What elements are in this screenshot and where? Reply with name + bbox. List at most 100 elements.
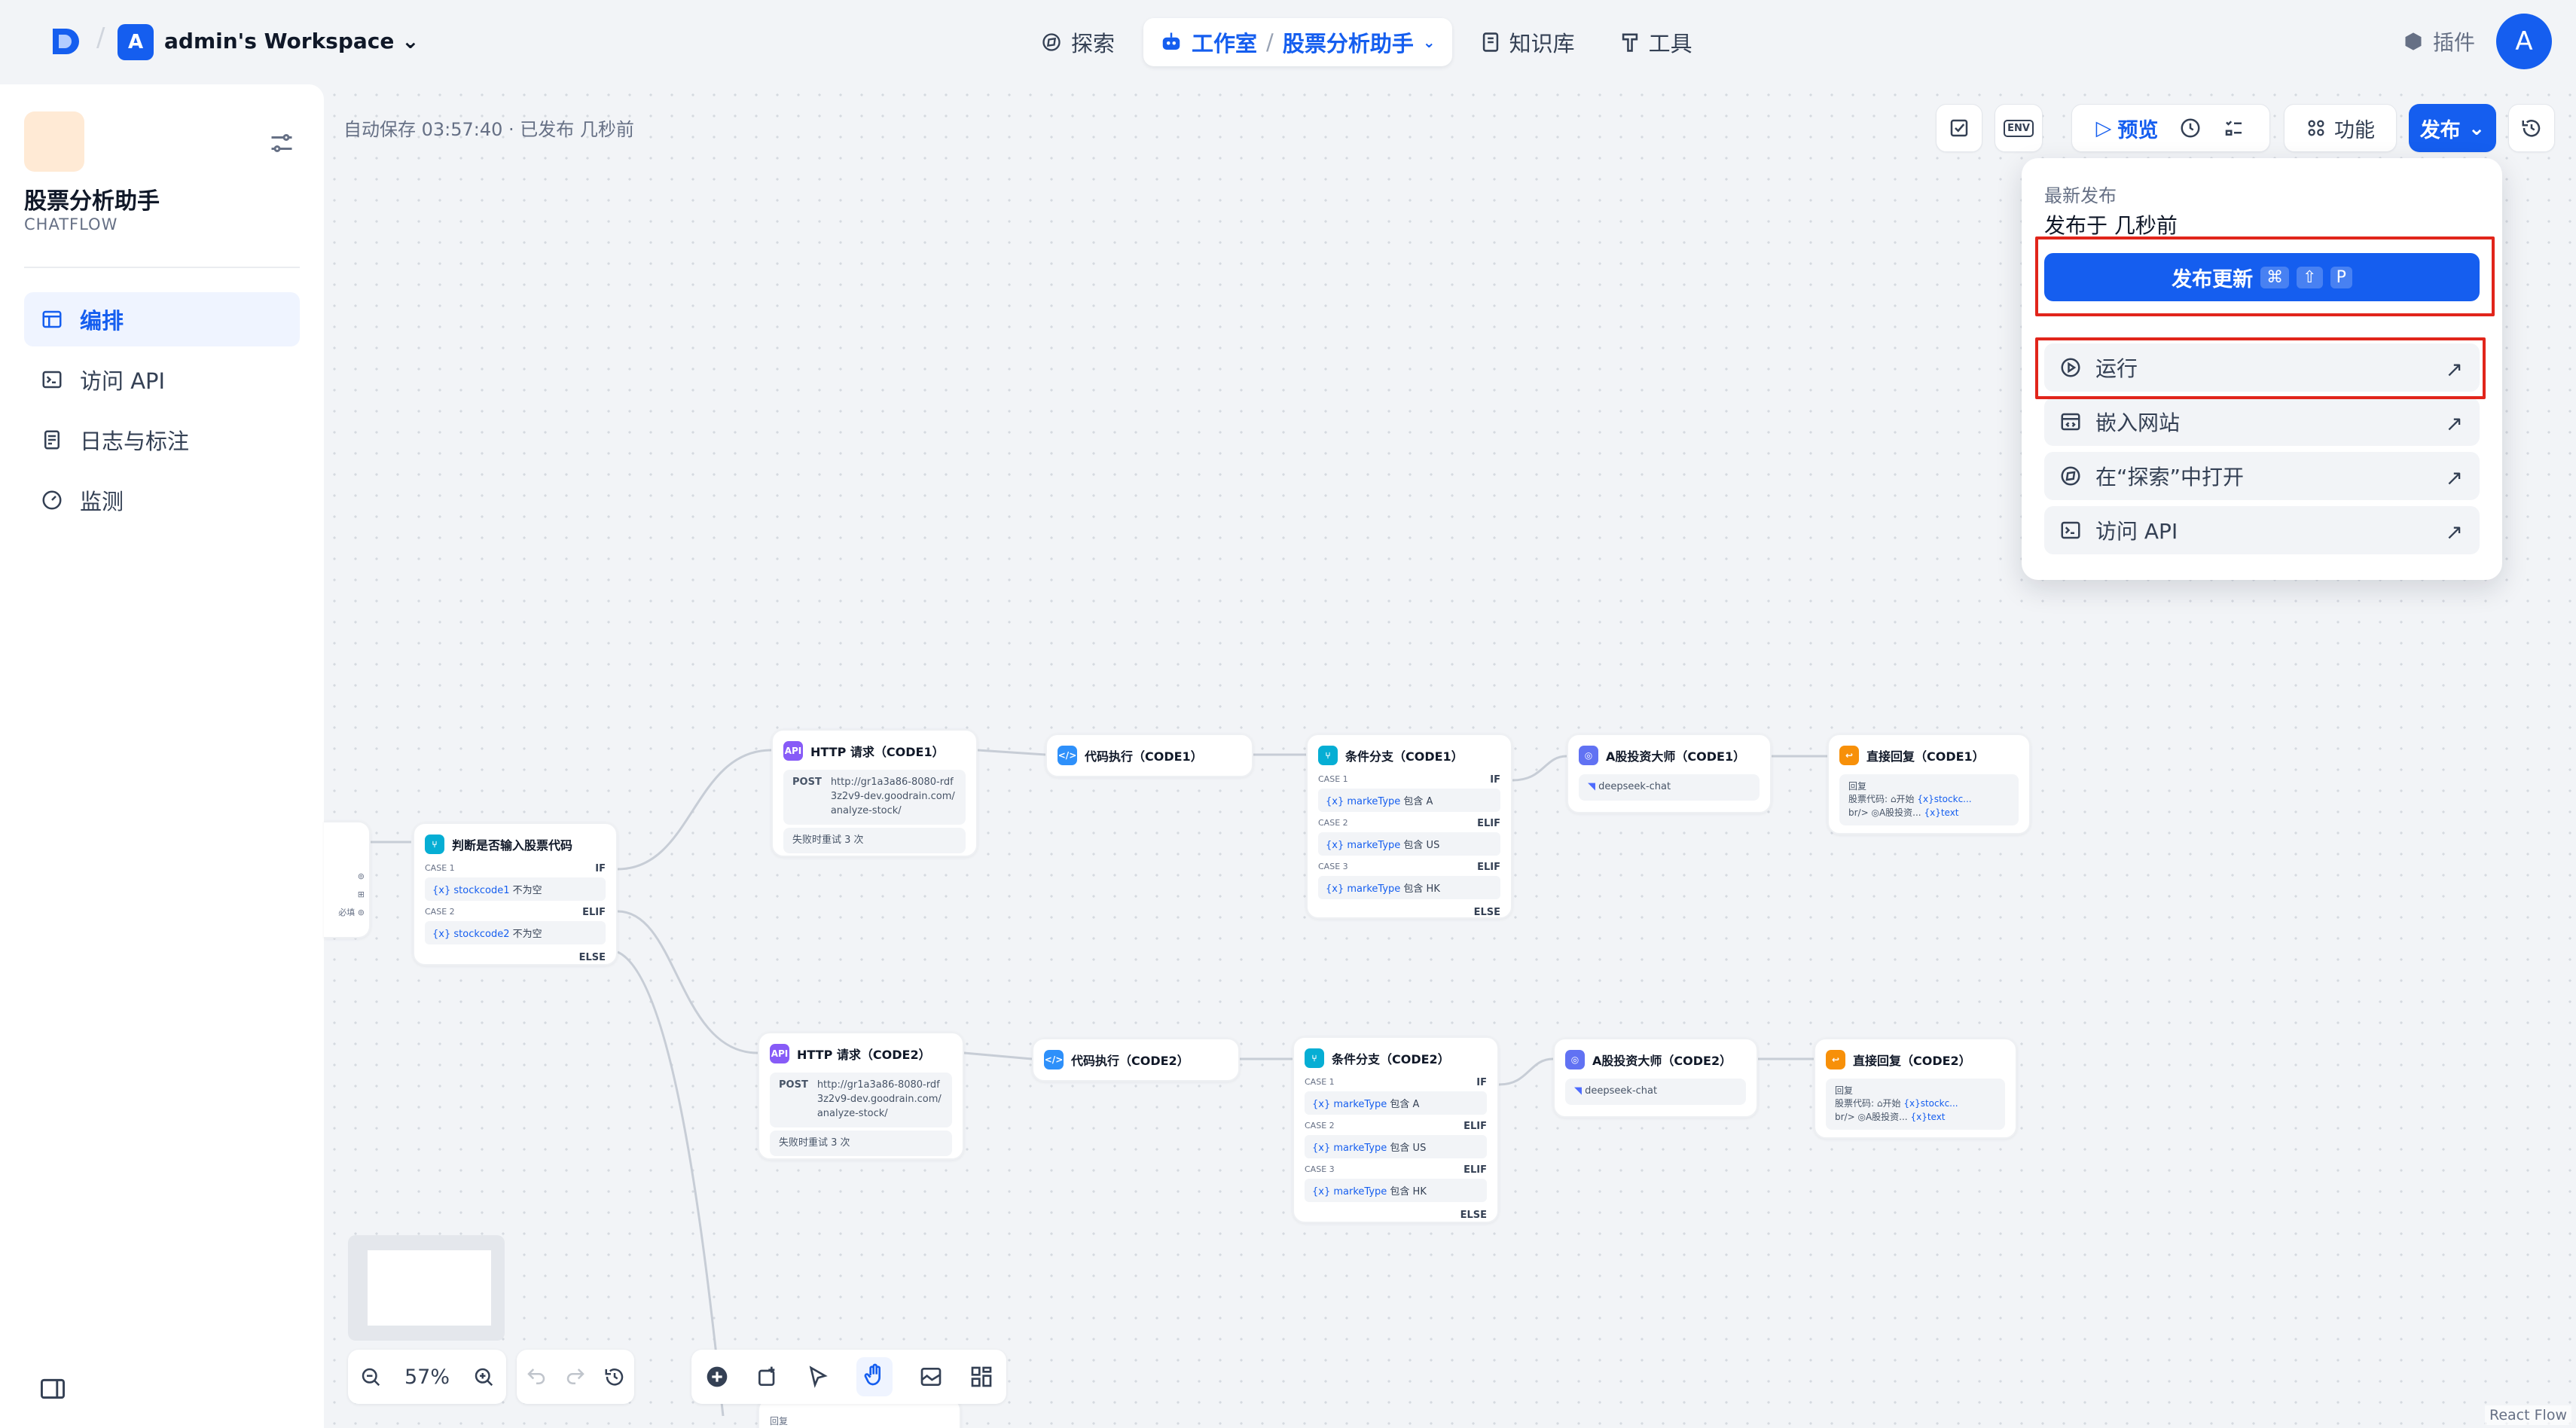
sidebar-item-label: 访问 API	[80, 368, 166, 394]
react-flow-attribution[interactable]: React Flow	[2485, 1405, 2571, 1425]
history-icon[interactable]	[603, 1365, 626, 1388]
branch-icon: ⑂	[1305, 1048, 1324, 1068]
start-var-icon: ⊞	[357, 889, 365, 900]
workspace-switcher[interactable]: admin's Workspace ⌄	[164, 29, 420, 53]
add-note-icon[interactable]	[755, 1365, 780, 1389]
export-image-icon[interactable]	[919, 1365, 943, 1389]
add-node-icon[interactable]	[705, 1365, 729, 1389]
run-history-button[interactable]	[2169, 117, 2212, 139]
condition-variable: markeType	[1333, 1099, 1387, 1110]
checklist-icon	[1950, 119, 1968, 137]
nav-separator: /	[1266, 29, 1274, 55]
checklist-panel-button[interactable]	[2212, 117, 2256, 139]
case-label: CASE 2	[1305, 1121, 1335, 1130]
nav-knowledge[interactable]: 知识库	[1464, 18, 1592, 66]
publish-button[interactable]: 发布 ⌄	[2409, 104, 2496, 152]
zoom-level[interactable]: 57%	[404, 1365, 450, 1389]
zoom-out-icon[interactable]	[359, 1365, 382, 1388]
http-icon: API	[783, 741, 803, 761]
redo-icon[interactable]	[564, 1365, 587, 1388]
checklist-button[interactable]	[1936, 104, 1982, 152]
code-node-code1[interactable]: </>代码执行（CODE1）	[1045, 734, 1253, 777]
dify-logo-icon[interactable]	[50, 26, 81, 57]
case-label: CASE 1	[425, 863, 455, 873]
zoom-in-icon[interactable]	[472, 1365, 495, 1388]
nav-current-app[interactable]: 股票分析助手	[1282, 31, 1414, 56]
popover-item-label: 访问 API	[2095, 519, 2178, 544]
nav-tools[interactable]: 工具	[1604, 18, 1709, 66]
code-node-code2[interactable]: </> 代码执行（CODE2）	[1032, 1038, 1240, 1082]
hand-tool-button[interactable]	[856, 1357, 893, 1396]
access-api-item[interactable]: 访问 API ↗	[2044, 506, 2480, 554]
branch-icon: ⑂	[425, 835, 444, 854]
app-type: CHATFLOW	[24, 215, 118, 233]
reply-text: br/>	[1835, 1111, 1855, 1122]
llm-node-code2[interactable]: ◎A股投资大师（CODE2） ◥ deepseek-chat	[1553, 1038, 1758, 1118]
env-button[interactable]: ENV	[1995, 104, 2043, 152]
node-title: 直接回复（CODE1）	[1866, 749, 1985, 764]
popover-item-label: 运行	[2095, 356, 2138, 381]
condition-operator: 不为空	[512, 929, 542, 940]
node-title: 代码执行（CODE2）	[1071, 1054, 1189, 1068]
settings-sliders-icon[interactable]	[268, 130, 295, 157]
node-title: HTTP 请求（CODE2）	[797, 1048, 931, 1062]
start-node-partial[interactable]: ⊚ ⊞ 必填 ⊚	[324, 821, 371, 938]
minimap[interactable]	[348, 1235, 505, 1341]
sidebar-item-logs[interactable]: 日志与标注	[24, 413, 300, 467]
workspace-avatar[interactable]: A	[118, 24, 154, 60]
collapse-sidebar-icon[interactable]	[39, 1377, 66, 1401]
sidebar-item-monitor[interactable]: 监测	[24, 473, 300, 527]
version-history-button[interactable]	[2508, 104, 2555, 152]
home-icon: ⌂	[1876, 1098, 1883, 1109]
nav-studio[interactable]: 工作室 / 股票分析助手 ⌄	[1143, 18, 1452, 66]
else-label: ELSE	[1460, 1210, 1487, 1221]
http-url: http://gr1a3a86-8080-rdf3z2v9-dev.goodra…	[816, 1079, 942, 1119]
minimap-viewport[interactable]	[368, 1250, 491, 1326]
features-button[interactable]: 功能	[2284, 104, 2397, 152]
case-label: CASE 1	[1318, 774, 1348, 784]
elif-label: ELIF	[1463, 1121, 1487, 1132]
plugins-button[interactable]: 插件	[2403, 26, 2475, 56]
pointer-icon[interactable]	[806, 1365, 830, 1389]
nav-explore[interactable]: 探索	[1024, 18, 1131, 66]
llm-node-code1[interactable]: ◎A股投资大师（CODE1） ◥ deepseek-chat	[1567, 734, 1772, 813]
run-app-item[interactable]: 运行 ↗	[2044, 343, 2480, 392]
sidebar-item-orchestrate[interactable]: 编排	[24, 292, 300, 346]
condition-row: {x} markeType 包含 HK	[1318, 876, 1500, 899]
hand-icon	[864, 1363, 881, 1386]
elif-label: ELIF	[1463, 1164, 1487, 1176]
preview-button[interactable]: ▷预览	[2086, 114, 2169, 143]
answer-node-code1[interactable]: ↩直接回复（CODE1） 回复 股票代码: ⌂开始 {x}stockc... b…	[1827, 734, 2031, 835]
chevron-down-icon[interactable]: ⌄	[1422, 33, 1436, 51]
reply-label: 回复	[770, 1416, 789, 1426]
embed-site-item[interactable]: 嵌入网站 ↗	[2044, 398, 2480, 446]
external-arrow-icon: ↗	[2445, 520, 2463, 545]
open-in-explore-item[interactable]: 在“探索”中打开 ↗	[2044, 452, 2480, 500]
variable-icon: {x}	[1326, 840, 1348, 851]
model-box: ◥ deepseek-chat	[1579, 774, 1760, 801]
answer-node-code2[interactable]: ↩直接回复（CODE2） 回复 股票代码: ⌂开始 {x}stockc... b…	[1814, 1038, 2017, 1139]
undo-icon[interactable]	[525, 1365, 548, 1388]
reply-icon: ↩	[1826, 1050, 1845, 1069]
popover-item-label: 在“探索”中打开	[2095, 465, 2245, 490]
deepseek-icon: ◥	[1588, 781, 1599, 792]
condition-variable: markeType	[1333, 1143, 1387, 1154]
reply-variable: text	[1927, 1111, 1946, 1122]
organize-layout-icon[interactable]	[969, 1365, 993, 1389]
condition-row: {x} stockcode1 不为空	[425, 877, 606, 901]
log-icon	[44, 430, 60, 450]
sidebar-item-api[interactable]: 访问 API	[24, 352, 300, 407]
start-var-icon: ⊚	[357, 871, 365, 881]
play-icon: ▷	[2095, 116, 2112, 140]
code-icon: </>	[1044, 1050, 1064, 1069]
user-avatar[interactable]: A	[2496, 14, 2552, 69]
reply-source: 开始	[1882, 1098, 1901, 1109]
publish-update-button[interactable]: 发布更新 ⌘ ⇧ P	[2044, 253, 2480, 301]
